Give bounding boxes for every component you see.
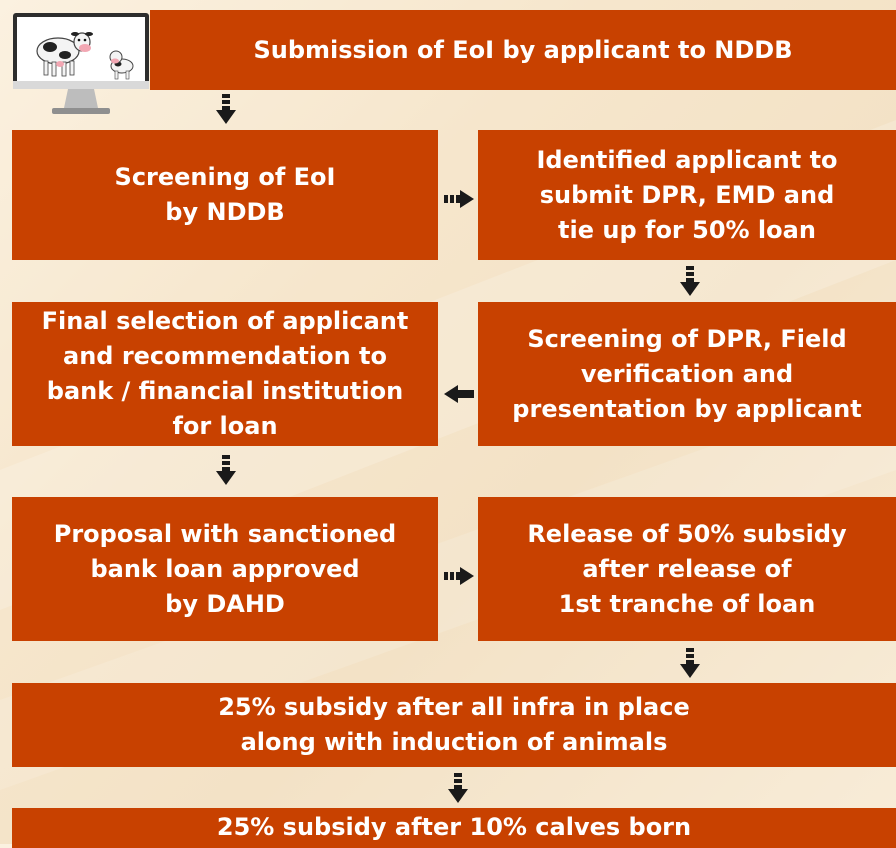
step-text-line: Final selection of applicant bbox=[41, 307, 409, 335]
step-text-line: Identified applicant to bbox=[536, 145, 838, 174]
step-text-line: Submission of EoI by applicant to NDDB bbox=[253, 35, 793, 64]
step-text-line: submit DPR, EMD and bbox=[539, 180, 835, 209]
step-screening-of-dpr: Screening of DPR, Field verification and… bbox=[478, 302, 896, 446]
step-submission-of-eoi: Submission of EoI by applicant to NDDB bbox=[150, 10, 896, 90]
step-text-line: presentation by applicant bbox=[512, 394, 862, 423]
step-text-line: Screening of EoI bbox=[114, 163, 336, 191]
step-text-line: for loan bbox=[172, 412, 278, 440]
step-text-line: bank loan approved bbox=[90, 554, 360, 583]
monitor-with-cow-and-calf-icon bbox=[13, 13, 149, 114]
arrow-left-icon bbox=[444, 385, 474, 403]
arrow-down-icon bbox=[448, 773, 468, 803]
step-text-line: bank / financial institution bbox=[46, 377, 404, 405]
step-text-line: 25% subsidy after all infra in place bbox=[218, 693, 690, 721]
step-final-selection: Final selection of applicant and recomme… bbox=[12, 302, 438, 446]
step-proposal-approved: Proposal with sanctioned bank loan appro… bbox=[12, 497, 438, 641]
step-text-line: Release of 50% subsidy bbox=[527, 519, 847, 548]
step-text-line: by DAHD bbox=[165, 589, 285, 618]
step-text-line: and recommendation to bbox=[63, 342, 387, 370]
step-25-subsidy-infra: 25% subsidy after all infra in place alo… bbox=[12, 683, 896, 767]
step-text-line: Screening of DPR, Field bbox=[527, 324, 847, 353]
step-text-line: along with induction of animals bbox=[240, 728, 668, 756]
arrow-down-icon bbox=[680, 648, 700, 678]
step-text-line: after release of bbox=[582, 554, 792, 583]
step-text-line: verification and bbox=[580, 359, 794, 388]
step-identified-applicant: Identified applicant to submit DPR, EMD … bbox=[478, 130, 896, 260]
step-text-line: 1st tranche of loan bbox=[558, 589, 816, 618]
step-screening-of-eoi: Screening of EoI by NDDB bbox=[12, 130, 438, 260]
arrow-right-icon bbox=[444, 567, 474, 585]
step-text-line: 25% subsidy after 10% calves born bbox=[216, 813, 692, 841]
step-text-line: tie up for 50% loan bbox=[558, 215, 816, 244]
step-25-subsidy-calves: 25% subsidy after 10% calves born bbox=[12, 808, 896, 848]
step-release-50-subsidy: Release of 50% subsidy after release of … bbox=[478, 497, 896, 641]
step-text-line: Proposal with sanctioned bbox=[53, 519, 397, 548]
arrow-right-icon bbox=[444, 190, 474, 208]
arrow-down-icon bbox=[680, 266, 700, 296]
step-text-line: by NDDB bbox=[165, 198, 285, 226]
arrow-down-icon bbox=[216, 455, 236, 485]
arrow-down-icon bbox=[216, 94, 236, 124]
